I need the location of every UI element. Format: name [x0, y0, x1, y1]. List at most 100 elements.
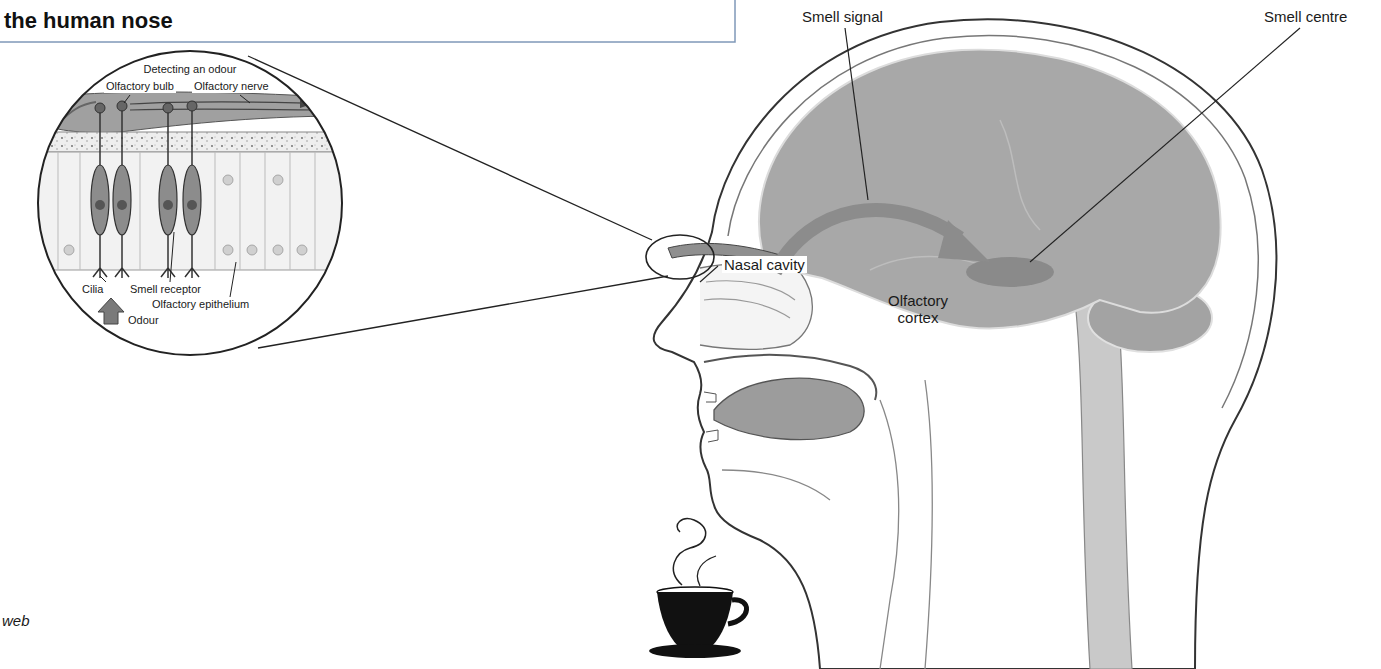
leader-lines-part [1030, 28, 1300, 262]
anatomy-label: Olfactory cortex [879, 292, 957, 327]
magnified-view-part-part [240, 95, 250, 103]
magnified-view-part-part [124, 95, 130, 103]
magnified-view-part-part-part [64, 245, 74, 255]
magnified-view-part-part-part [140, 152, 141, 270]
zoom-lines-part [258, 276, 668, 348]
oral-nasal-anatomy-part [706, 430, 718, 442]
magnified-view-part [38, 51, 342, 355]
head-profile-part [654, 19, 1277, 669]
magnified-view-part-part-part [185, 268, 199, 278]
magnified-view-part-part-part [163, 200, 173, 210]
brain-part [1075, 300, 1132, 669]
part-label: Odour [126, 314, 161, 327]
part-label: Olfactory epithelium [150, 298, 251, 311]
magnified-view-part-part [130, 102, 345, 104]
magnified-view-part-part-part [117, 101, 127, 111]
title-text: the human nose [4, 8, 173, 34]
magnified-view-part-part [60, 102, 96, 122]
source-note: web [2, 612, 30, 629]
magnified-view-part-part-part [161, 268, 175, 278]
magnified-view-part-part-part [223, 175, 233, 185]
anatomy-label: Nasal cavity [722, 256, 807, 273]
title-frame [0, 0, 735, 42]
magnified-view-part-part-part [297, 245, 307, 255]
magnified-view-part-part [30, 152, 360, 270]
brain-part [1000, 120, 1040, 230]
magnified-view-part-part-part [240, 152, 241, 270]
oral-nasal-anatomy-part [714, 378, 864, 439]
magnified-view-part-part-part [273, 245, 283, 255]
magnified-view-part-part [95, 200, 197, 210]
magnified-view-part-part-part [163, 103, 173, 113]
magnified-view-part-part-part [191, 108, 193, 166]
anatomy-label: Smell signal [800, 8, 885, 25]
magnified-view-part-part-part [121, 108, 123, 166]
magnified-view-part-part-part [159, 165, 177, 235]
leader-lines-part [700, 266, 718, 282]
coffee-cup-part [728, 600, 747, 624]
magnified-view-part-part-part [273, 175, 283, 185]
magnified-view-part-part [170, 232, 174, 282]
coffee-cup-part [657, 592, 733, 646]
oral-nasal-anatomy-part [880, 400, 899, 669]
oral-nasal-anatomy-part [704, 299, 790, 318]
magnified-view-part-part [95, 101, 197, 113]
oral-nasal-anatomy-part [706, 281, 795, 300]
part-label: Olfactory bulb [104, 80, 176, 93]
magnified-view-part-part-part [113, 165, 131, 235]
part-label: Smell receptor [128, 283, 203, 296]
magnified-view-part-part-part [290, 152, 291, 270]
coffee-cup [649, 519, 747, 658]
magnified-view-part [100, 95, 250, 297]
oral-nasal-anatomy-part [722, 470, 830, 500]
part-label: Cilia [80, 283, 105, 296]
magnified-view-part-part-part [80, 152, 81, 270]
magnified-view-part-part-part [187, 101, 197, 111]
magnified-view-part-part-part [183, 165, 201, 235]
magnified-view-part-part-part [95, 103, 105, 113]
anatomy-label: Smell centre [1262, 8, 1349, 25]
magnified-view-part-part-part [191, 234, 193, 268]
magnified-view-part-part [91, 165, 201, 235]
signal-arrow-part [938, 220, 990, 262]
brain-part [759, 50, 1221, 329]
magnified-view-part-part-part [167, 110, 169, 166]
magnified-view-part-part-part [265, 152, 266, 270]
olfactory-tract-part [646, 235, 714, 279]
magnified-view-part-part-part [223, 245, 233, 255]
magnified-view-part-part [58, 152, 315, 270]
magnified-view-part-part-part [315, 152, 316, 270]
magnified-view [30, 51, 360, 355]
magnified-view-part-part-part [121, 234, 123, 268]
magnified-view-part-part-part [99, 234, 101, 268]
part-label: Detecting an odour [142, 63, 239, 76]
magnified-view-part-part [100, 276, 106, 282]
magnified-view-part-part-part [91, 165, 109, 235]
part-label: Olfactory nerve [192, 80, 271, 93]
magnified-view-part-part [230, 262, 236, 297]
leader-lines-part [845, 28, 868, 200]
magnified-view-part-part [130, 109, 345, 111]
coffee-cup-part [697, 556, 716, 586]
oral-nasal-anatomy-part [700, 264, 812, 350]
coffee-cup-part [673, 519, 705, 585]
magnified-view-part-part-part [117, 200, 127, 210]
oral-nasal-anatomy-part [925, 380, 933, 669]
signal-arrow [775, 210, 990, 272]
brain [759, 50, 1221, 669]
title-frame-part [0, 0, 735, 42]
oral-nasal-anatomy-part [704, 392, 716, 402]
magnified-view-part-part-part [95, 200, 105, 210]
magnified-view-part-part-part [58, 152, 59, 270]
magnified-view-part-part [30, 132, 360, 152]
head-profile [654, 19, 1277, 669]
magnified-view-part-part-part [99, 110, 101, 166]
brain-part [966, 257, 1054, 287]
head-profile-part [728, 35, 1258, 408]
magnified-view-part-part [98, 298, 124, 324]
leader-lines [700, 28, 1300, 282]
magnified-view-part [30, 92, 360, 324]
magnified-view-part-part-part [247, 245, 257, 255]
coffee-cup-part [649, 644, 741, 658]
